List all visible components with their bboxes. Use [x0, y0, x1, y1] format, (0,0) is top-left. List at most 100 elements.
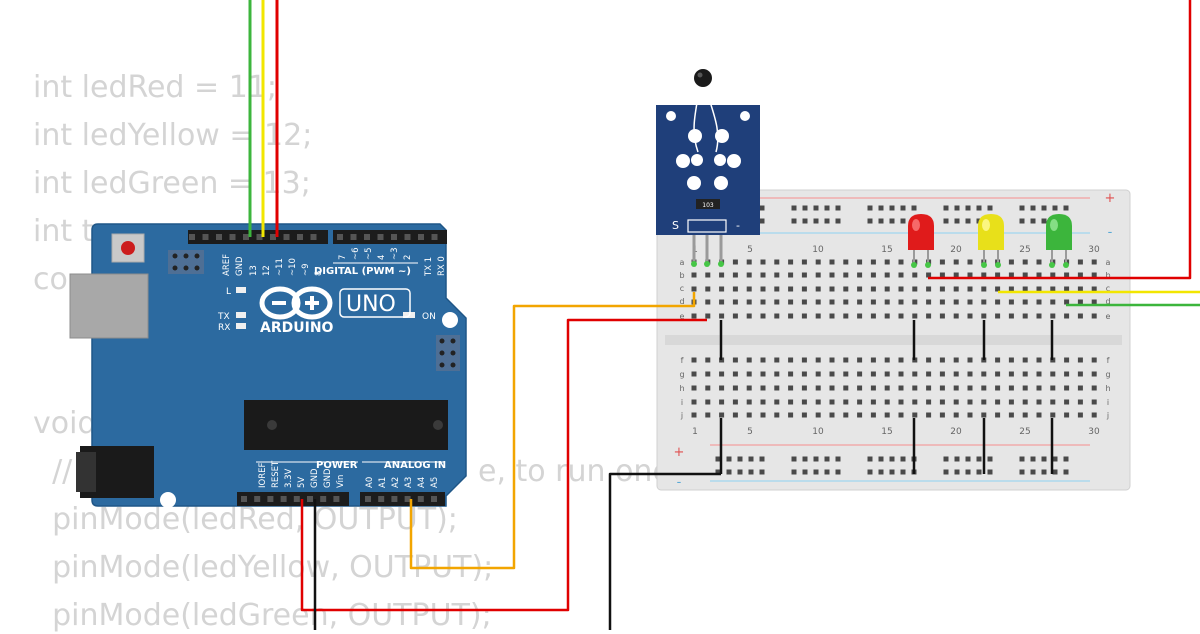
breadboard-hole	[1050, 371, 1056, 377]
sensor-pin-minus-label: -	[736, 219, 740, 232]
breadboard-rail-hole	[889, 456, 895, 462]
breadboard-rail-hole	[1041, 205, 1047, 211]
reset-button-cap[interactable]	[121, 241, 135, 255]
breadboard-hole	[732, 371, 738, 377]
breadboard-hole	[691, 357, 697, 363]
sensor-pad	[691, 154, 703, 166]
code-line: co	[33, 262, 68, 297]
thermistor-sensor-module[interactable]: 103 S -	[656, 69, 760, 267]
digital-pin-holes	[189, 234, 438, 240]
breadboard-rail-hole	[791, 205, 797, 211]
header-pin-hole	[254, 496, 261, 502]
breadboard-hole	[774, 385, 780, 391]
breadboard-hole	[953, 259, 959, 265]
header-pin-hole	[320, 496, 327, 502]
breadboard-hole	[801, 313, 807, 319]
breadboard-hole	[995, 313, 1001, 319]
breadboard-hole	[953, 313, 959, 319]
led-contact	[981, 262, 987, 268]
pin-label: 3.3V	[284, 468, 294, 488]
breadboard-hole	[705, 286, 711, 292]
wire-red-5v[interactable]	[300, 318, 707, 612]
breadboard-hole	[788, 259, 794, 265]
breadboard-hole	[967, 313, 973, 319]
breadboard-hole	[967, 385, 973, 391]
pin-label: A3	[404, 477, 414, 488]
led-red[interactable]	[908, 214, 934, 268]
wire-orange-signal[interactable]	[409, 292, 696, 570]
column-number: 5	[747, 245, 753, 255]
breadboard-hole	[746, 357, 752, 363]
breadboard-hole	[953, 385, 959, 391]
breadboard-hole	[815, 272, 821, 278]
breadboard-hole	[732, 259, 738, 265]
breadboard-hole	[829, 299, 835, 305]
led-green[interactable]	[1046, 214, 1072, 268]
thermistor-lead	[693, 85, 701, 153]
breadboard[interactable]: + - + - 1 5 10 15 20 25 30 1 5 10 15 20 …	[656, 189, 1131, 491]
breadboard-hole	[857, 272, 863, 278]
breadboard-hole	[843, 272, 849, 278]
breadboard-hole	[939, 399, 945, 405]
breadboard-hole	[691, 412, 697, 418]
sensor-pcb	[656, 105, 760, 235]
breadboard-hole	[898, 412, 904, 418]
breadboard-hole	[857, 399, 863, 405]
wire-black-gnd-rail[interactable]	[608, 472, 721, 630]
breadboard-hole	[1064, 385, 1070, 391]
row-letter: g	[1105, 370, 1110, 379]
breadboard-rail-hole	[1063, 456, 1069, 462]
row-letter: b	[679, 271, 684, 280]
breadboard-hole	[926, 272, 932, 278]
power-pin-labels: IOREF RESET 3.3V 5V GND GND Vin	[258, 460, 346, 488]
header-pin-hole	[243, 234, 249, 240]
icsp-header-right	[436, 335, 460, 371]
breadboard-hole	[843, 357, 849, 363]
dc-jack-rim	[76, 452, 96, 492]
arduino-uno-board[interactable]: AREF GND 13 12 ~11 ~10 ~9 8 7 ~6 ~5 4 ~3…	[69, 223, 467, 508]
breadboard-rail-hole	[802, 469, 808, 475]
breadboard-rail-hole	[835, 218, 841, 224]
breadboard-rail-hole	[835, 469, 841, 475]
breadboard-hole	[926, 357, 932, 363]
breadboard-hole	[801, 385, 807, 391]
breadboard-hole	[1022, 272, 1028, 278]
breadboard-hole	[939, 412, 945, 418]
breadboard-hole	[884, 259, 890, 265]
breadboard-hole	[691, 399, 697, 405]
breadboard-hole	[857, 286, 863, 292]
breadboard-hole	[1064, 286, 1070, 292]
breadboard-hole	[884, 385, 890, 391]
header-pin-hole	[307, 496, 313, 502]
pin-label: TX 1	[424, 257, 434, 277]
breadboard-hole	[1050, 412, 1056, 418]
column-number: 15	[881, 245, 892, 255]
breadboard-rail-hole	[813, 456, 819, 462]
breadboard-hole	[898, 371, 904, 377]
led-yellow[interactable]	[978, 214, 1004, 268]
breadboard-rail-hole	[1019, 469, 1025, 475]
pin-label: A2	[391, 477, 401, 488]
breadboard-hole	[981, 272, 987, 278]
wire-red-led[interactable]	[928, 0, 1192, 280]
breadboard-hole	[1064, 357, 1070, 363]
breadboard-rail-hole	[867, 218, 873, 224]
breadboard-hole	[691, 272, 697, 278]
breadboard-rail-hole	[802, 456, 808, 462]
led-tx-indicator	[236, 312, 246, 318]
breadboard-rail-hole	[1052, 469, 1058, 475]
pin-label: A1	[378, 477, 388, 488]
breadboard-hole	[691, 286, 697, 292]
breadboard-rail-hole	[791, 456, 797, 462]
breadboard-hole	[746, 286, 752, 292]
sensor-pin-contact	[718, 261, 724, 267]
row-letter: c	[680, 284, 684, 293]
breadboard-rail-hole	[1019, 205, 1025, 211]
sensor-pin-outline	[687, 219, 727, 233]
header-pin-hole	[418, 234, 424, 240]
breadboard-hole	[884, 357, 890, 363]
breadboard-hole	[870, 272, 876, 278]
pin-label: GND	[235, 256, 245, 276]
analog-header	[360, 492, 445, 506]
breadboard-hole	[788, 385, 794, 391]
